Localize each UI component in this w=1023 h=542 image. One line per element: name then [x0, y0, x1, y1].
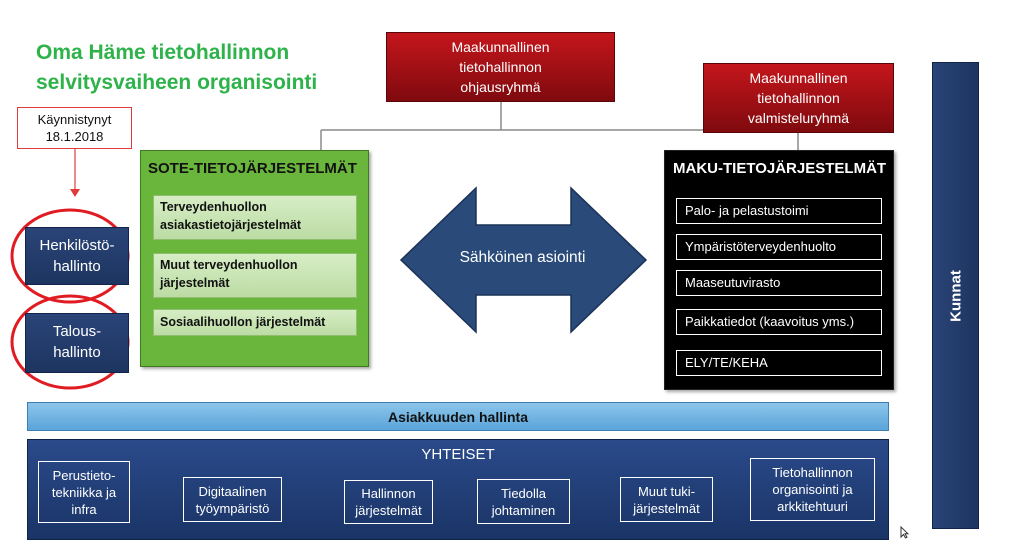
- henkilosto-line2: hallinto: [53, 258, 101, 275]
- mouse-pointer-icon: [900, 525, 910, 542]
- maku-item-paikkatiedot: Paikkatiedot (kaavoitus yms.): [676, 309, 882, 335]
- henkilosto-line1: Henkilöstö-: [39, 237, 115, 254]
- muut-tuki-line2: järjestelmät: [633, 500, 700, 516]
- talous-line2: hallinto: [53, 344, 101, 361]
- perustietotekniikka-line3: infra: [71, 501, 97, 517]
- maku-header: MAKU-TIETOJÄRJESTELMÄT: [673, 160, 887, 177]
- talous-line1: Talous-: [52, 323, 102, 340]
- valmisteluryhma-line2: tietohallinnon: [757, 90, 840, 106]
- henkilosto-box: Henkilöstö- hallinto: [25, 227, 129, 285]
- maku-item-pelastus: Palo- ja pelastustoimi: [676, 198, 882, 224]
- organisointi-line1: Tietohallinnon: [772, 465, 853, 480]
- arrow-label: Sähköinen asiointi: [459, 249, 586, 266]
- talous-box: Talous- hallinto: [25, 313, 129, 373]
- organisointi-line3: arkkitehtuuri: [777, 499, 848, 514]
- ohjausryhma-box: Maakunnallinen tietohallinnon ohjausryhm…: [386, 32, 615, 102]
- yhteiset-header: YHTEISET: [421, 446, 495, 463]
- valmisteluryhma-line3: valmisteluryhmä: [747, 110, 850, 126]
- ohjausryhma-line2: tietohallinnon: [459, 59, 542, 75]
- sote-item-sosiaalihuolto-line1: Sosiaalihuollon järjestelmät: [160, 315, 326, 329]
- started-label: Käynnistynyt: [37, 112, 112, 127]
- yhteiset-item-tietohallinnon-organisointi: Tietohallinnon organisointi ja arkkitehtuu…: [750, 458, 875, 521]
- digitaalinen-line1: Digitaalinen: [198, 483, 267, 499]
- sote-item-asiakastieto: Terveydenhuollon asiakastietojärjestelmä…: [153, 195, 357, 240]
- tiedolla-line2: johtaminen: [491, 502, 556, 518]
- sote-item-muut: Muut terveydenhuollon järjestelmät: [153, 253, 357, 298]
- started-date: 18.1.2018: [45, 129, 104, 144]
- started-arrow-head-icon: [70, 189, 80, 197]
- page-title: Oma Häme tietohallinnon selvitysvaiheen …: [36, 41, 318, 94]
- maku-item-maaseutu: Maaseutuvirasto: [676, 270, 882, 296]
- kunnat-label: Kunnat: [947, 269, 964, 322]
- organisointi-line2: organisointi ja: [772, 482, 853, 497]
- sote-item-muut-line1: Muut terveydenhuollon: [160, 258, 298, 272]
- hallinnon-line2: järjestelmät: [355, 503, 422, 518]
- maku-item-ymparisto: Ympäristöterveydenhuolto: [676, 234, 882, 260]
- maku-panel: MAKU-TIETOJÄRJESTELMÄT Palo- ja pelastus…: [664, 150, 894, 390]
- hallinnon-line1: Hallinnon: [361, 486, 416, 501]
- digitaalinen-line2: työympäristö: [195, 500, 270, 516]
- tiedolla-line1: Tiedolla: [500, 485, 547, 501]
- perustietotekniikka-line1: Perustieto-: [52, 467, 116, 483]
- sote-item-sosiaalihuolto: Sosiaalihuollon järjestelmät: [153, 309, 357, 336]
- sote-header: SOTE-TIETOJÄRJESTELMÄT: [148, 160, 357, 177]
- ohjausryhma-line3: ohjausryhmä: [460, 79, 541, 95]
- perustietotekniikka-line2: tekniikka ja: [51, 484, 117, 500]
- kunnat-bar: Kunnat: [932, 62, 979, 529]
- sote-item-asiakastieto-line2: asiakastietojärjestelmät: [160, 218, 302, 232]
- ohjausryhma-line1: Maakunnallinen: [451, 39, 550, 55]
- yhteiset-item-hallinnon: Hallinnon järjestelmät: [344, 480, 433, 524]
- valmisteluryhma-box: Maakunnallinen tietohallinnon valmistelu…: [703, 63, 894, 133]
- sote-panel: SOTE-TIETOJÄRJESTELMÄT Terveydenhuollon …: [140, 150, 369, 367]
- started-note: Käynnistynyt 18.1.2018: [17, 107, 132, 149]
- sote-item-asiakastieto-line1: Terveydenhuollon: [160, 200, 267, 214]
- asiakkuus-bar: Asiakkuuden hallinta: [27, 402, 889, 431]
- yhteiset-item-muut-tuki: Muut tuki-järjestelmät: [620, 477, 713, 522]
- sote-item-muut-line2: järjestelmät: [160, 276, 230, 290]
- muut-tuki-line1: Muut tuki-: [637, 483, 696, 499]
- maku-item-ely: ELY/TE/KEHA: [676, 350, 882, 376]
- double-arrow-icon: [399, 186, 648, 334]
- valmisteluryhma-line1: Maakunnallinen: [749, 70, 848, 86]
